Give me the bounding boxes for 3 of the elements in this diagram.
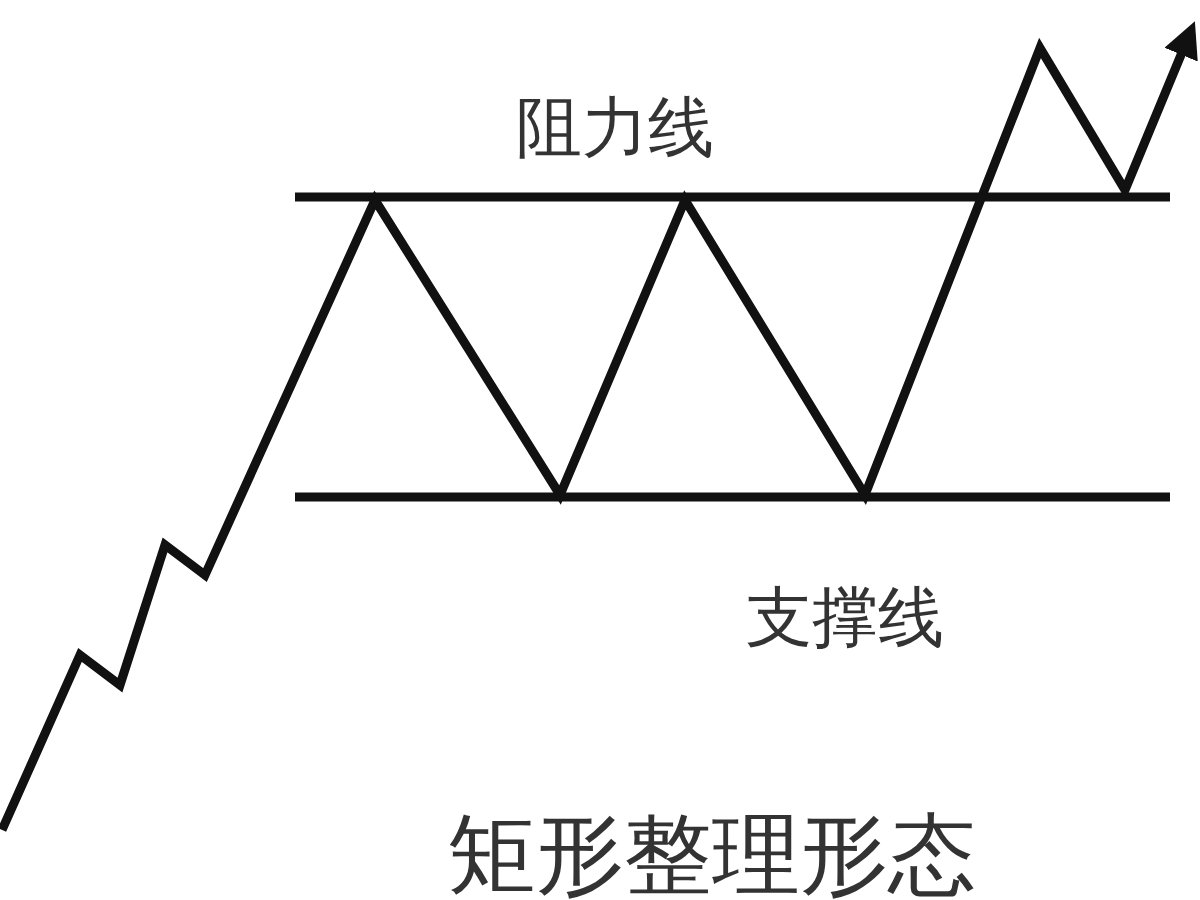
caption: 矩形整理形态 — [448, 811, 976, 899]
line-label: 阻力线 — [516, 95, 714, 161]
line-label: 支撑线 — [746, 585, 944, 651]
